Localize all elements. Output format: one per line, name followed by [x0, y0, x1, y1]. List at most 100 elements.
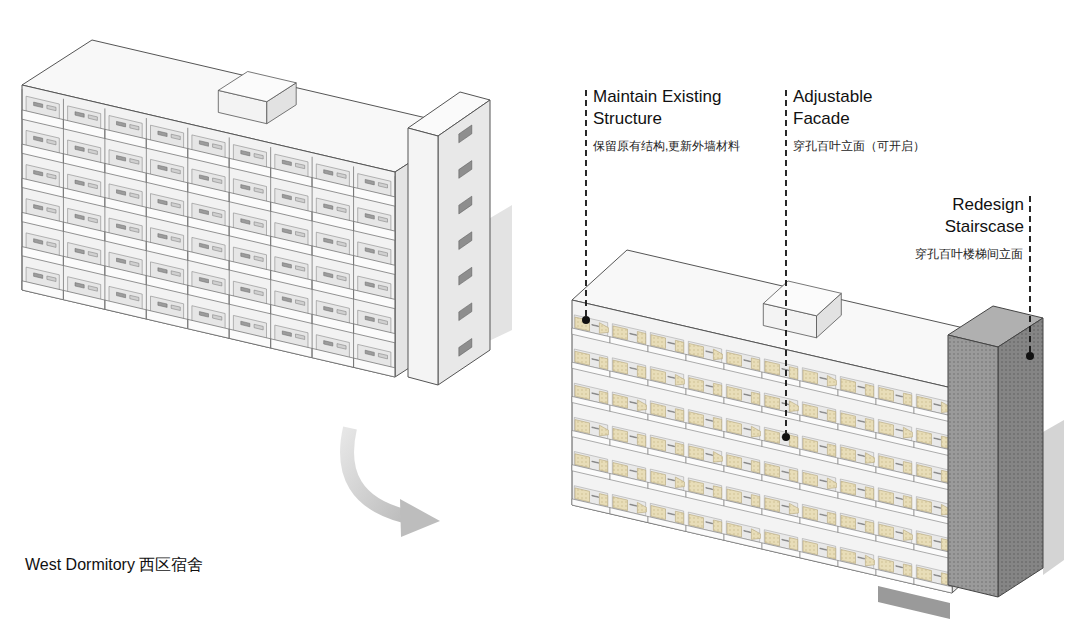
louver-panel [713, 520, 721, 533]
window [241, 321, 250, 327]
window [630, 470, 637, 472]
balcony-slab [105, 232, 146, 251]
louver-panel-open [599, 323, 608, 334]
balcony-slab [312, 280, 354, 299]
window [75, 146, 84, 152]
louver-panel-open [637, 502, 646, 513]
window [820, 480, 827, 482]
balcony-slab [271, 202, 312, 221]
window [34, 205, 43, 211]
window [296, 334, 305, 340]
slab-edge [572, 396, 610, 411]
window [592, 427, 599, 429]
window [337, 173, 346, 179]
window [34, 273, 43, 279]
slab-edge [876, 467, 914, 482]
louver-panel [713, 418, 721, 431]
slab-edge [800, 415, 838, 430]
window [630, 504, 637, 506]
louver-panel [751, 358, 759, 371]
window [34, 136, 43, 142]
slab-edge [572, 499, 610, 514]
slab-edge [838, 390, 876, 405]
slab-edge [610, 371, 648, 386]
window [337, 310, 346, 316]
slab-edge [686, 457, 724, 472]
louver-panel-open [865, 453, 874, 464]
louver-panel [789, 367, 797, 380]
window [668, 445, 675, 447]
window [706, 453, 713, 455]
window [241, 150, 250, 156]
window [296, 232, 305, 238]
annotation-note: 穿孔百叶立面（可开启） [793, 139, 925, 155]
louver-panel-open [713, 452, 722, 463]
window [744, 530, 751, 532]
window [75, 214, 84, 220]
slab-edge [914, 510, 952, 525]
louver-panel [751, 495, 759, 508]
balcony-slab [229, 227, 271, 246]
window [75, 248, 84, 254]
slab-edge [648, 346, 686, 361]
balcony-slab [105, 129, 146, 148]
window [934, 574, 941, 576]
window [365, 214, 374, 220]
slab-edge [648, 380, 686, 395]
window [47, 174, 56, 180]
window [337, 241, 346, 247]
column-line [63, 99, 64, 300]
window [706, 385, 713, 387]
slab-edge [914, 441, 952, 456]
louver-panel [903, 496, 911, 509]
window [592, 393, 599, 395]
balcony-slab [63, 222, 105, 241]
louver-panel [599, 391, 607, 404]
window [282, 263, 291, 269]
louver-panel [903, 564, 911, 577]
column-line [395, 176, 396, 377]
window [158, 302, 167, 308]
window [934, 472, 941, 474]
balcony-slab [105, 300, 146, 319]
slab-edge [572, 362, 610, 377]
window [896, 497, 903, 499]
window [254, 256, 263, 262]
balcony-slab [63, 256, 105, 275]
window [158, 268, 167, 274]
column-line [229, 137, 230, 338]
window [88, 252, 97, 258]
window [744, 496, 751, 498]
window [896, 532, 903, 534]
annotation-note: 保留原有结构,更新外墙材料 [593, 139, 740, 155]
balcony-slab [354, 256, 395, 275]
stair-window [459, 125, 472, 143]
leader-dot [1026, 352, 1034, 360]
window [378, 319, 387, 325]
window [75, 283, 84, 289]
slab-edge [876, 535, 914, 550]
window [378, 217, 387, 223]
window [158, 131, 167, 137]
balcony-slab [312, 348, 354, 367]
window [88, 286, 97, 292]
balcony-slab [354, 221, 395, 240]
window [592, 359, 599, 361]
louver-panel-open [751, 426, 760, 437]
balcony-slab [105, 266, 146, 285]
window [213, 315, 222, 321]
window [117, 258, 126, 264]
window [75, 112, 84, 118]
louver-panel-open [903, 427, 912, 438]
window [706, 522, 713, 524]
stair-window [459, 232, 472, 250]
window [117, 224, 126, 230]
window [324, 238, 333, 244]
window [158, 165, 167, 171]
balcony-slab [354, 290, 395, 309]
slab-edge [914, 578, 952, 593]
window [199, 243, 208, 249]
balcony-slab [188, 251, 229, 270]
slab-edge [838, 561, 876, 576]
